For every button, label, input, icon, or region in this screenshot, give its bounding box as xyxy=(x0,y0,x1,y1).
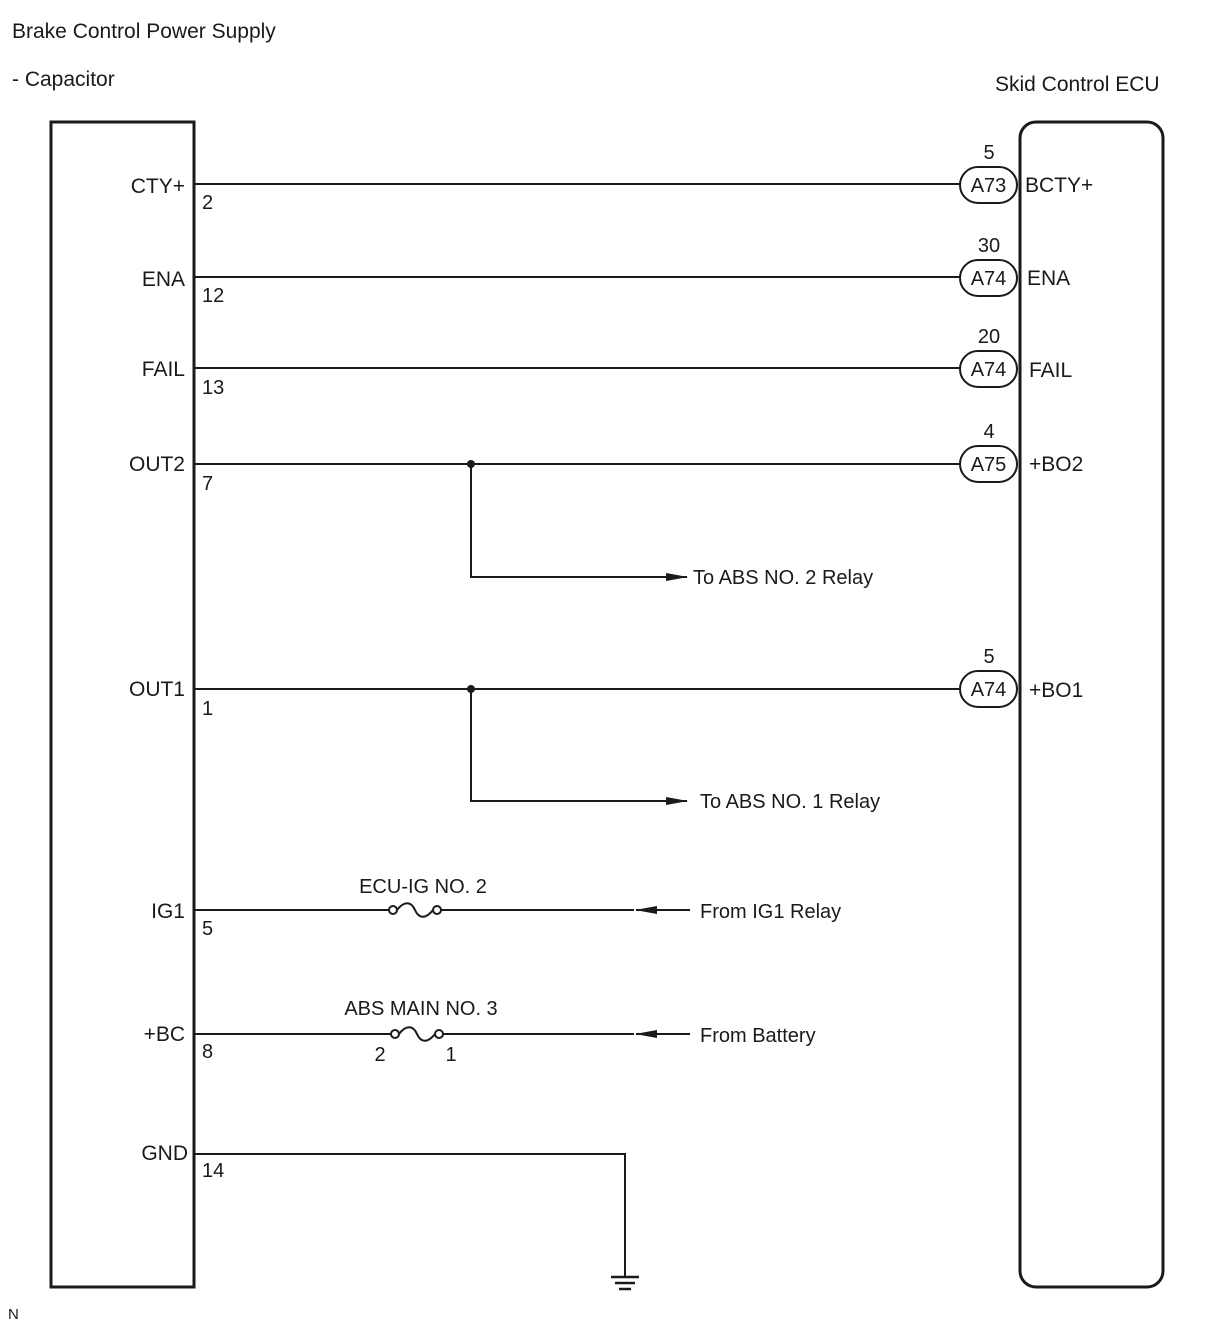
ground-icon xyxy=(611,1275,639,1291)
pin-name-out1: OUT1 xyxy=(129,678,185,701)
branch-label-abs-no1: To ABS NO. 1 Relay xyxy=(700,791,880,813)
connector-a73 xyxy=(959,166,1018,204)
fuse-pin-1: 1 xyxy=(445,1044,456,1066)
connector-a74-bo1 xyxy=(959,670,1018,708)
pin-number-fail: 13 xyxy=(202,377,224,399)
connector-label-a74-bo1: A74 xyxy=(971,679,1007,701)
branch-label-abs-no2: To ABS NO. 2 Relay xyxy=(693,567,873,589)
pin-number-ig1: 5 xyxy=(202,918,213,940)
ecu-pin-number-bcty: 5 xyxy=(983,142,994,164)
source-label-battery: From Battery xyxy=(700,1025,816,1047)
pin-number-cty: 2 xyxy=(202,192,213,214)
pin-number-gnd: 14 xyxy=(202,1160,224,1182)
fuse-label-abs-main-no3: ABS MAIN NO. 3 xyxy=(344,998,497,1020)
branch-wire-out2 xyxy=(470,464,688,581)
wire-cty: CTY+ 2 5 A73 BCTY+ xyxy=(131,142,1094,214)
pin-name-gnd: GND xyxy=(141,1142,188,1165)
fuse-pin-2: 2 xyxy=(374,1044,385,1066)
connector-a74-ena xyxy=(959,259,1018,297)
fuse-icon-ecu-ig-no2 xyxy=(388,902,442,918)
pin-number-ena: 12 xyxy=(202,285,224,307)
pin-number-out2: 7 xyxy=(202,473,213,495)
ecu-pin-number-fail: 20 xyxy=(978,326,1000,348)
wire-bc: +BC 8 ABS MAIN NO. 3 2 1 From Battery xyxy=(144,998,816,1066)
right-component-title: Skid Control ECU xyxy=(995,73,1160,96)
pin-name-out2: OUT2 xyxy=(129,453,185,476)
wire-out1: OUT1 1 To ABS NO. 1 Relay 5 A74 +BO1 xyxy=(129,646,1083,813)
wire-ena: ENA 12 30 A74 ENA xyxy=(142,235,1070,307)
corner-mark: N xyxy=(8,1306,19,1323)
left-component-subtitle: - Capacitor xyxy=(12,68,115,91)
pin-number-bc: 8 xyxy=(202,1041,213,1063)
pin-name-ig1: IG1 xyxy=(151,900,185,923)
ecu-pin-number-bo1: 5 xyxy=(983,646,994,668)
pin-name-cty: CTY+ xyxy=(131,175,185,198)
connector-label-a74-fail: A74 xyxy=(971,359,1007,381)
fuse-label-ecu-ig-no2: ECU-IG NO. 2 xyxy=(359,876,487,898)
wire-out2: OUT2 7 To ABS NO. 2 Relay 4 A75 +BO2 xyxy=(129,421,1083,589)
wire-fail: FAIL 13 20 A74 FAIL xyxy=(142,326,1072,399)
ecu-signal-bcty: BCTY+ xyxy=(1025,174,1093,197)
connector-label-a75: A75 xyxy=(971,454,1007,476)
power-supply-box xyxy=(49,120,196,1289)
pin-name-fail: FAIL xyxy=(142,358,185,381)
pin-name-ena: ENA xyxy=(142,268,185,291)
ecu-signal-bo2: +BO2 xyxy=(1029,453,1083,476)
connector-label-a74-ena: A74 xyxy=(971,268,1007,290)
connector-a74-fail xyxy=(959,350,1018,388)
wire-gnd: GND 14 xyxy=(141,1142,639,1291)
ecu-pin-number-bo2: 4 xyxy=(983,421,994,443)
skid-control-ecu-box xyxy=(1018,120,1165,1289)
ecu-pin-number-ena: 30 xyxy=(978,235,1000,257)
connector-a75 xyxy=(959,445,1018,483)
pin-number-out1: 1 xyxy=(202,698,213,720)
ecu-signal-ena: ENA xyxy=(1027,267,1070,290)
pin-name-bc: +BC xyxy=(144,1023,185,1046)
left-component-title: Brake Control Power Supply xyxy=(12,20,276,43)
ecu-signal-bo1: +BO1 xyxy=(1029,679,1083,702)
branch-wire-out1 xyxy=(470,689,688,805)
source-label-ig1-relay: From IG1 Relay xyxy=(700,901,841,923)
ecu-signal-fail: FAIL xyxy=(1029,359,1072,382)
fuse-icon-abs-main-no3 xyxy=(390,1026,444,1042)
wire-ig1: IG1 5 ECU-IG NO. 2 From IG1 Relay xyxy=(151,876,841,940)
ground-wire xyxy=(194,1153,626,1276)
connector-label-a73: A73 xyxy=(971,175,1007,197)
